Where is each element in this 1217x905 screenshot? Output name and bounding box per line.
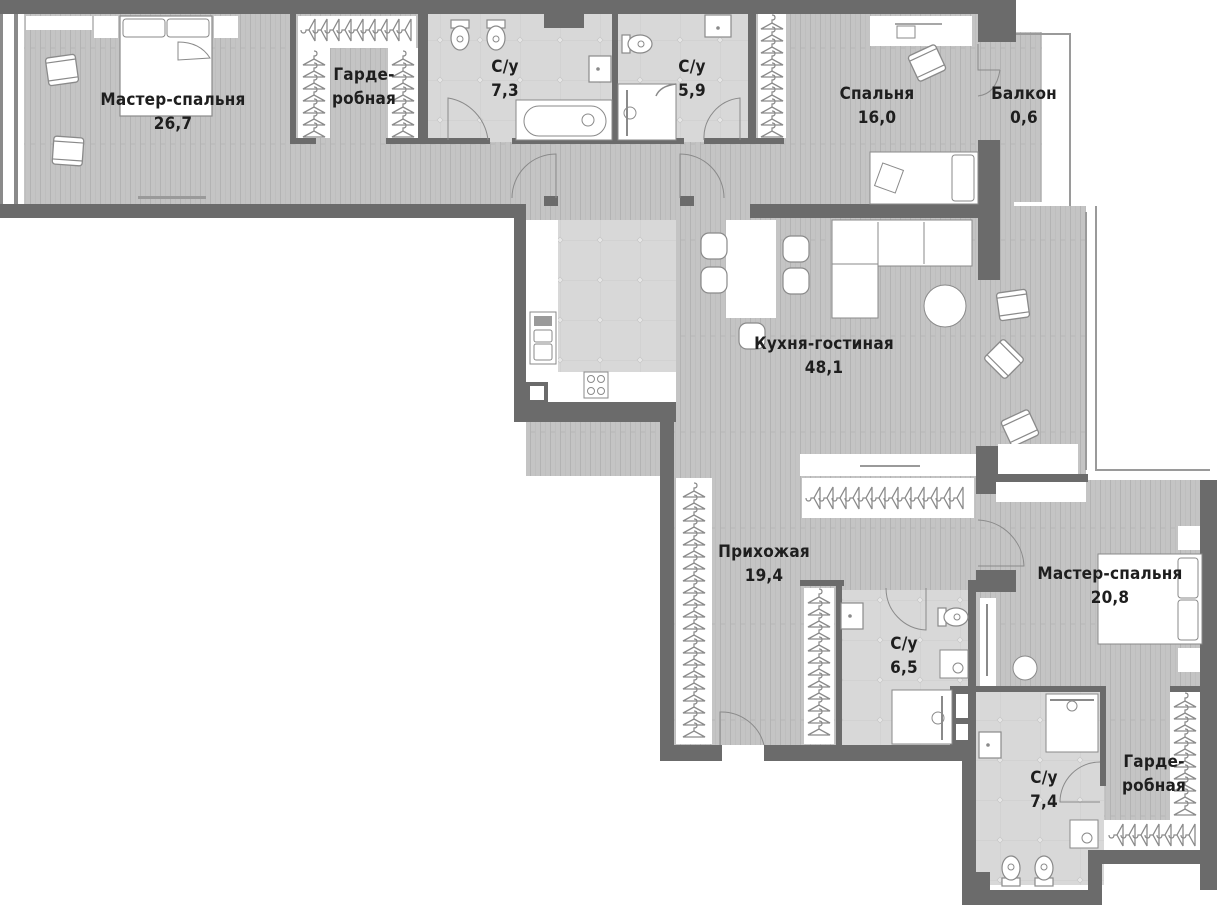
room-name: робная [1121,776,1187,796]
room-name: Гарде- [1123,752,1185,772]
bathroom-1-fixtures [447,19,613,141]
room-name: С/у [491,57,519,77]
room-name: Спальня [839,84,915,104]
room-name: Мастер-спальня [100,90,246,110]
kitchen-furniture [529,219,1078,476]
room-label-balcony: Балкон 0,6 [991,82,1057,130]
room-name: Мастер-спальня [1037,564,1183,584]
room-area: 5,9 [678,81,706,101]
bathroom-4-fixtures [978,693,1101,887]
window-frames [1016,33,1210,471]
bathroom-2-fixtures [617,14,741,141]
doors-corridor [511,153,725,199]
room-name: С/у [1030,768,1058,788]
room-label-wardrobe-1: Гарде- робная [332,63,396,111]
room-area: 19,4 [744,566,784,586]
room-label-bathroom-4: С/у 7,4 [1030,766,1058,814]
wardrobe-2-furniture [1106,692,1200,850]
bedroom-furniture [869,16,1001,205]
room-name: робная [331,89,397,109]
closet-bedroom [758,14,786,138]
room-name: Кухня-гостиная [754,334,894,354]
room-name: Гарде- [333,65,395,85]
master-bedroom-2-furniture [977,482,1203,686]
wardrobe-1-furniture [298,16,418,138]
room-name: Прихожая [718,542,810,562]
room-label-bathroom-3: С/у 6,5 [890,632,918,680]
room-label-wardrobe-2: Гарде- робная [1122,750,1186,798]
room-label-bathroom-1: С/у 7,3 [491,55,519,103]
room-area: 0,6 [1010,108,1038,128]
room-area: 7,3 [491,81,519,101]
hallway-furniture [676,478,974,746]
room-name: С/у [678,57,706,77]
room-label-kitchen-living: Кухня-гостиная 48,1 [754,332,894,380]
room-name: С/у [890,634,918,654]
room-label-master-bedroom-1: Мастер-спальня 26,7 [100,88,245,136]
room-area: 6,5 [890,658,918,678]
room-area: 20,8 [1090,588,1130,608]
room-label-bedroom: Спальня 16,0 [840,82,915,130]
master-bedroom-1-furniture [26,15,238,199]
room-label-master-bedroom-2: Мастер-спальня 20,8 [1037,562,1182,610]
room-name: Балкон [991,84,1057,104]
room-area: 7,4 [1030,792,1058,812]
room-area: 16,0 [857,108,897,128]
room-area: 48,1 [804,358,844,378]
bathroom-3-fixtures [840,587,969,745]
room-label-bathroom-2: С/у 5,9 [678,55,706,103]
room-label-hallway: Прихожая 19,4 [718,540,810,588]
room-area: 26,7 [153,114,193,134]
